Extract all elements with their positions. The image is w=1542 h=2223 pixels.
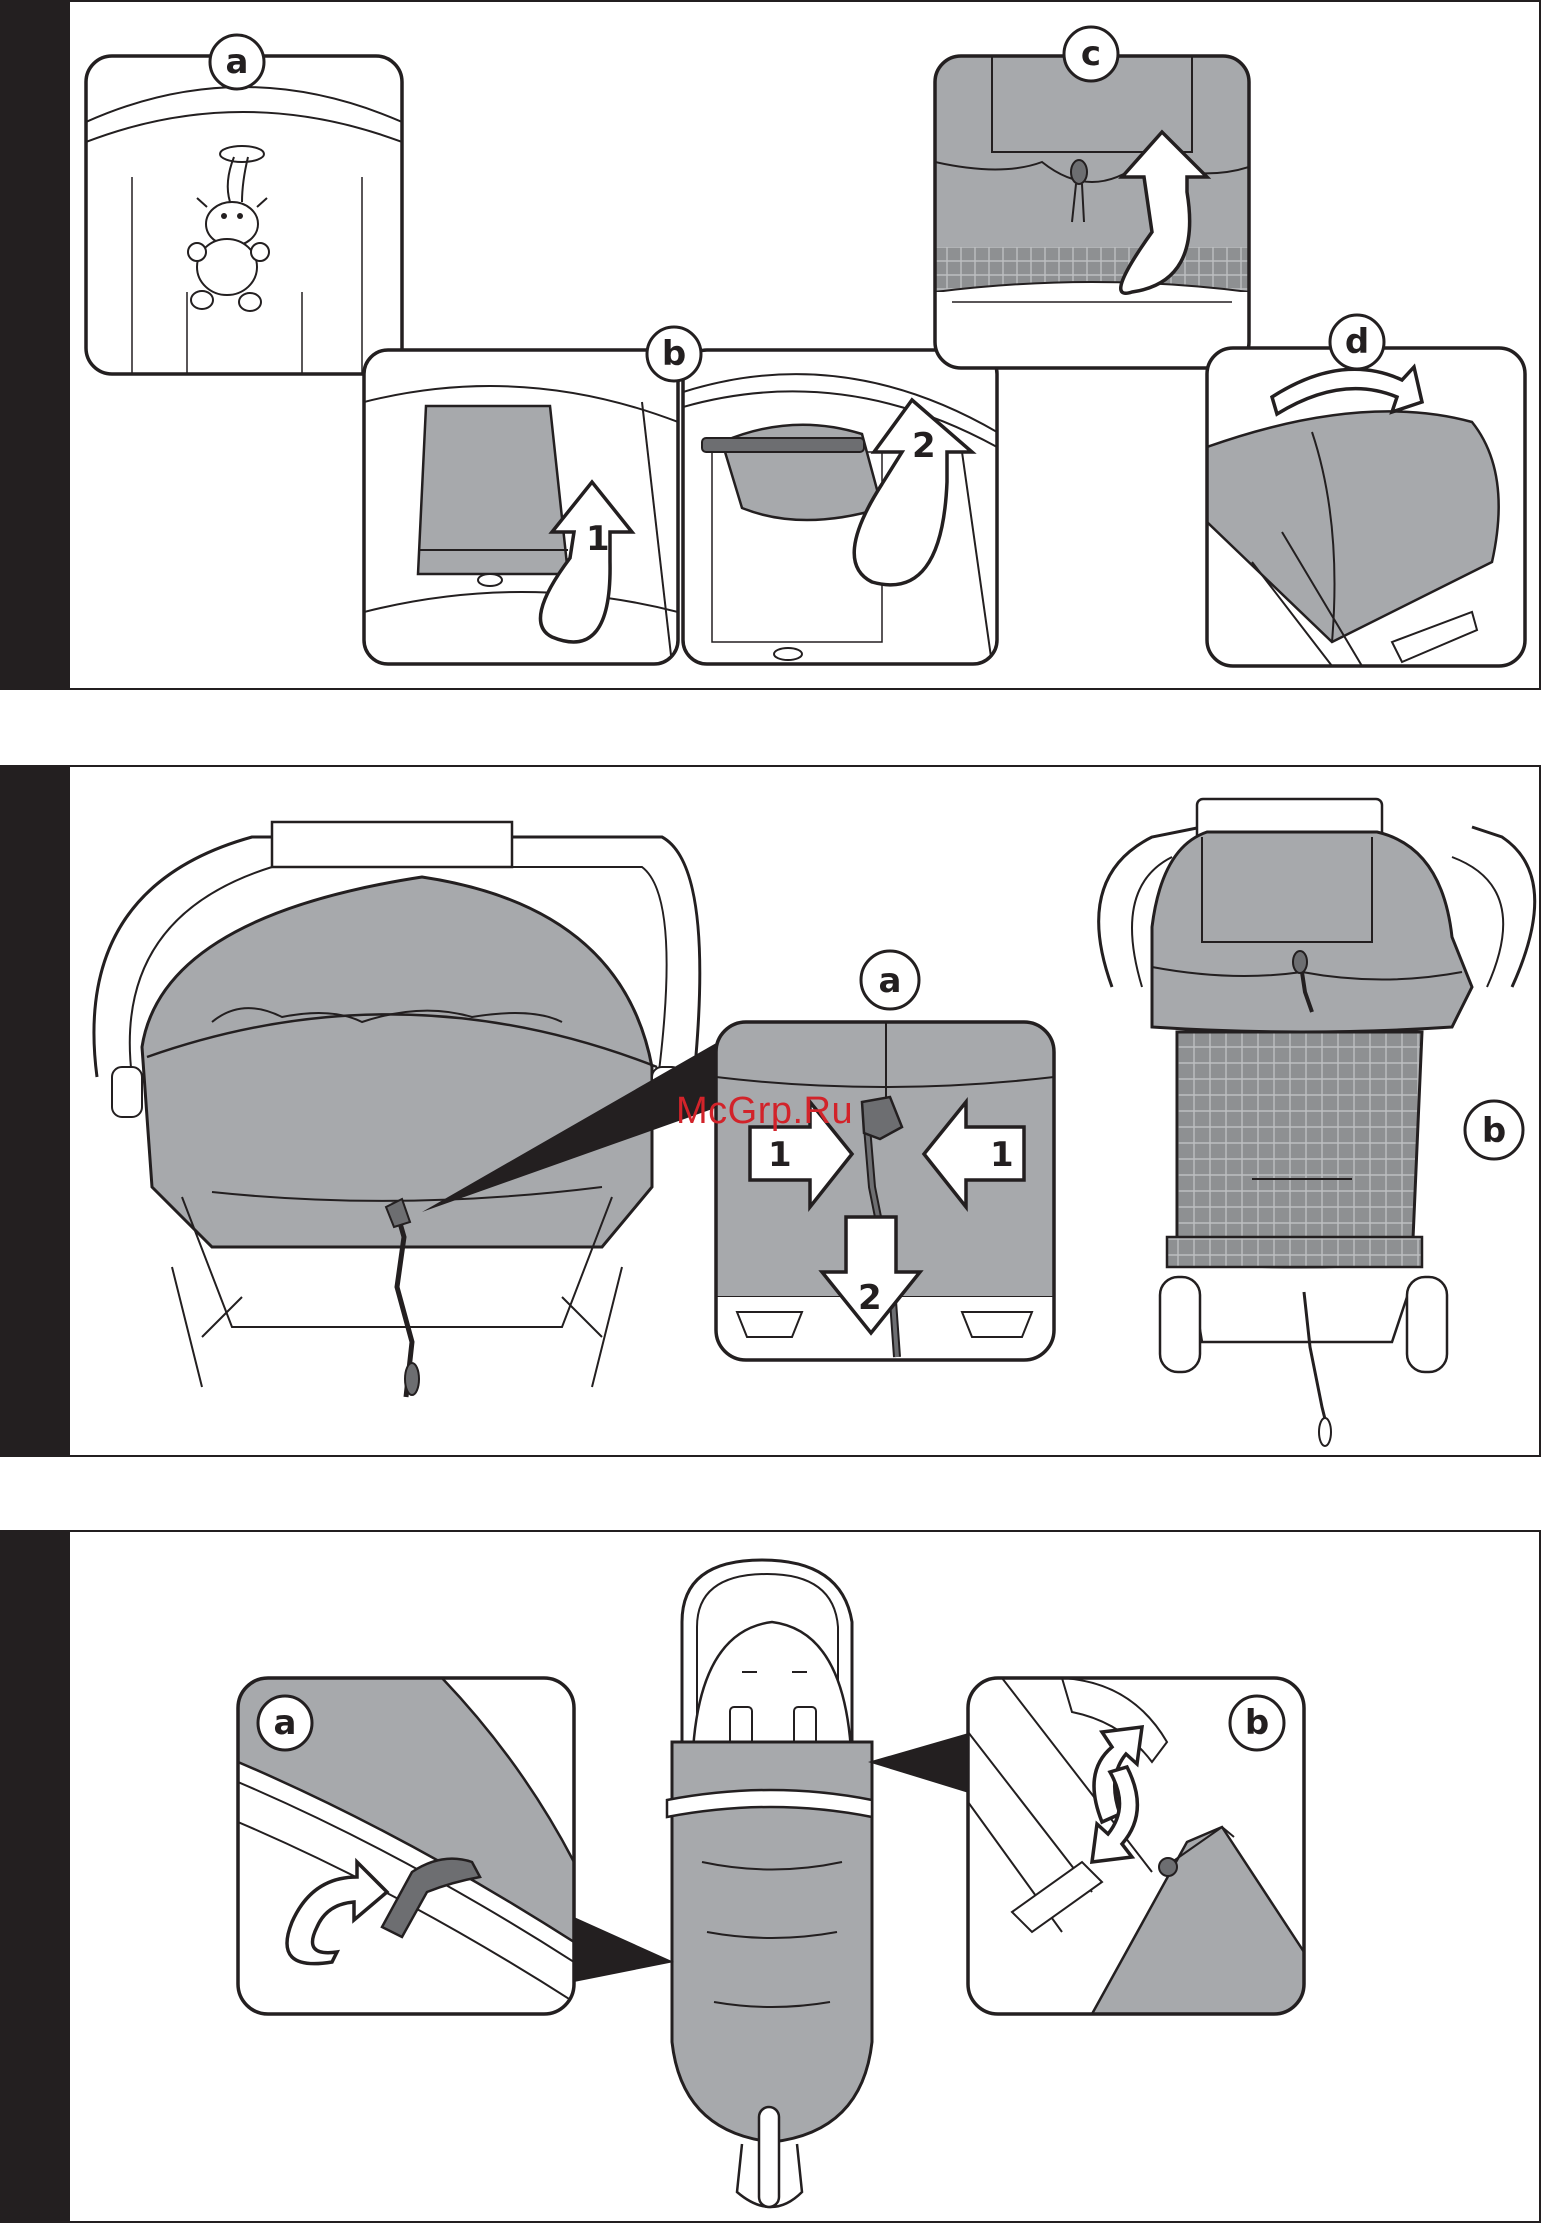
arrow-number-1-right: 1 [990, 1135, 1014, 1175]
panel-footmuff-attach: a b [0, 1530, 1541, 2223]
label-badge-d: d [1330, 315, 1384, 369]
stroller-top-view-center [667, 1560, 872, 2207]
panel-three-illustration: a b [2, 1532, 1541, 2223]
label-d: d [1345, 322, 1369, 362]
panel-canopy-accessories: 1 2 a [0, 0, 1541, 690]
watermark-text: McGrp.Ru [676, 1090, 853, 1133]
label-badge-c: c [1064, 27, 1118, 81]
arrow-number-2: 2 [858, 1278, 882, 1318]
callout-pointer-a [574, 1917, 674, 1982]
inset-d-canopy [1207, 348, 1525, 666]
label-a: a [274, 1703, 297, 1743]
label-badge-a: a [258, 1696, 312, 1750]
arrow-number-1: 1 [586, 519, 610, 559]
inset-b-left-sun-visor [364, 350, 678, 664]
label-b: b [1482, 1111, 1506, 1151]
panel-one-illustration: 1 2 a [2, 2, 1541, 690]
inset-c-footmuff-cover [935, 56, 1249, 372]
arrow-number-1-left: 1 [768, 1135, 792, 1175]
arrow-number-2: 2 [912, 426, 936, 466]
label-a: a [226, 42, 249, 82]
callout-pointer-b [868, 1732, 972, 1794]
label-b: b [1245, 1703, 1269, 1743]
inset-a-hanging-toy [86, 56, 402, 374]
label-c: c [1081, 34, 1101, 74]
label-badge-a: a [861, 951, 919, 1009]
label-badge-b: b [647, 327, 701, 381]
label-a: a [879, 961, 902, 1001]
label-b: b [662, 334, 686, 374]
label-badge-b: b [1230, 1696, 1284, 1750]
label-badge-a: a [210, 35, 264, 89]
label-badge-b: b [1465, 1101, 1523, 1159]
inset-b-right-sun-visor [683, 350, 997, 664]
